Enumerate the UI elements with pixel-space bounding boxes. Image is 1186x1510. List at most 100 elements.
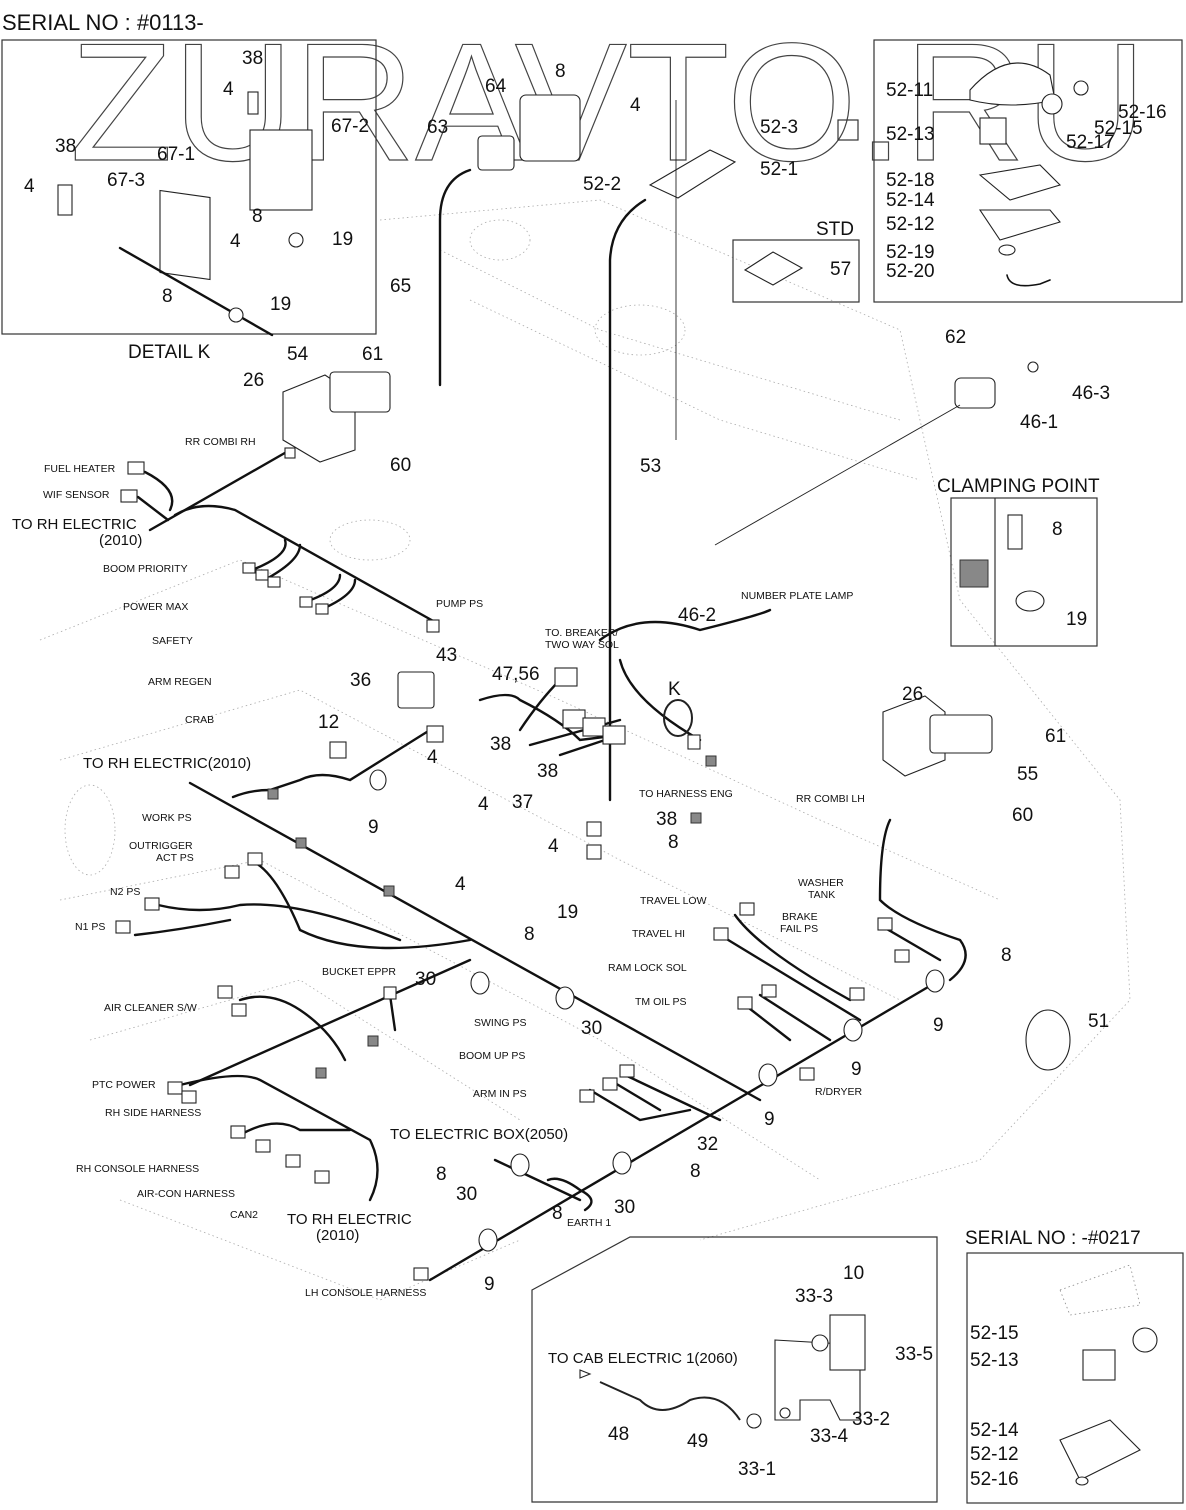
callout-33-4: 33-4	[810, 1426, 848, 1447]
label-to-rh-electric-bottom: TO RH ELECTRIC	[287, 1211, 412, 1228]
label-rr-combi-rh: RR COMBI RH	[185, 436, 256, 448]
callout-64: 64	[485, 76, 507, 97]
callout-46-2: 46-2	[678, 605, 716, 626]
rr-combi-rh-assembly: 54 61 26 60 RR COMBI RH	[185, 344, 411, 476]
callout-48: 48	[608, 1424, 629, 1445]
callout-46-1: 46-1	[1020, 412, 1058, 433]
callout-52-11: 52-11	[886, 80, 933, 101]
harness-labels: FUEL HEATER WIF SENSOR TO RH ELECTRIC (2…	[12, 463, 865, 1299]
callout-30: 30	[456, 1184, 477, 1205]
callout-4: 4	[455, 874, 466, 895]
label-n2-ps: N2 PS	[110, 886, 140, 898]
callout-36: 36	[350, 670, 371, 691]
label-swing-ps: SWING PS	[474, 1017, 527, 1029]
label-boom-up-ps: BOOM UP PS	[459, 1050, 525, 1062]
callout-52-20: 52-20	[886, 261, 935, 282]
label-r-dryer: R/DRYER	[815, 1086, 862, 1098]
label-rr-combi-lh: RR COMBI LH	[796, 793, 865, 805]
callout-19: 19	[332, 229, 353, 250]
callout-47-56: 47,56	[492, 664, 540, 685]
callout-51: 51	[1088, 1011, 1109, 1032]
callout-4: 4	[223, 79, 234, 100]
label-earth-1: EARTH 1	[567, 1217, 611, 1229]
callout-8: 8	[1052, 519, 1063, 540]
label-lh-console-harness: LH CONSOLE HARNESS	[305, 1287, 426, 1299]
label-to-electric-box: TO ELECTRIC BOX(2050)	[390, 1126, 568, 1143]
callout-30: 30	[581, 1018, 602, 1039]
callout-37: 37	[512, 792, 533, 813]
callout-8: 8	[436, 1164, 447, 1185]
callout-52-18: 52-18	[886, 170, 935, 191]
label-two-way-sol: TWO WAY SOL	[545, 639, 619, 651]
label-to-rh-electric-code: (2010)	[99, 532, 142, 549]
callout-10: 10	[843, 1263, 864, 1284]
callout-54: 54	[287, 344, 309, 365]
callout-9: 9	[851, 1059, 862, 1080]
label-wif-sensor: WIF SENSOR	[43, 489, 110, 501]
callout-8: 8	[1001, 945, 1012, 966]
reflector	[1025, 1009, 1071, 1071]
callout-67-3: 67-3	[107, 170, 145, 191]
label-pump-ps: PUMP PS	[436, 598, 483, 610]
callout-60: 60	[390, 455, 411, 476]
connectors	[115, 447, 993, 1281]
callout-38: 38	[55, 136, 76, 157]
callout-8: 8	[524, 924, 535, 945]
callout-32: 32	[697, 1134, 718, 1155]
callout-57: 57	[830, 259, 851, 280]
label-n1-ps: N1 PS	[75, 921, 105, 933]
callout-43: 43	[436, 645, 457, 666]
label-to-rh-electric-2010: TO RH ELECTRIC(2010)	[83, 755, 251, 772]
label-to-rh-electric: TO RH ELECTRIC	[12, 516, 137, 533]
callout-52-3: 52-3	[760, 117, 798, 138]
callout-30: 30	[415, 969, 436, 990]
callout-46-3: 46-3	[1072, 383, 1110, 404]
label-rh-console-harness: RH CONSOLE HARNESS	[76, 1163, 199, 1175]
label-act-ps: ACT PS	[156, 852, 194, 864]
label-safety: SAFETY	[152, 635, 193, 647]
callout-38: 38	[242, 48, 263, 69]
serial-number-top: SERIAL NO : #0113-	[2, 10, 204, 35]
callout-52-16: 52-16	[1118, 102, 1167, 123]
detail-k-title: DETAIL K	[128, 342, 211, 363]
callout-60: 60	[1012, 805, 1033, 826]
callout-4: 4	[478, 794, 489, 815]
callout-52-19: 52-19	[886, 242, 935, 263]
callout-52-12: 52-12	[886, 214, 935, 235]
callout-67-2: 67-2	[331, 116, 369, 137]
label-travel-hi: TRAVEL HI	[632, 928, 685, 940]
label-brake: BRAKE	[782, 911, 818, 923]
label-can2: CAN2	[230, 1209, 258, 1221]
square-marker	[837, 119, 859, 141]
callout-8: 8	[555, 61, 566, 82]
callout-26: 26	[243, 370, 264, 391]
callout-52-14: 52-14	[886, 190, 935, 211]
label-k-marker: K	[668, 679, 681, 700]
callout-9: 9	[933, 1015, 944, 1036]
washer-tank-detail-box: TO CAB ELECTRIC 1(2060) 10 33-3 33-5 33-…	[531, 1236, 938, 1503]
callout-61: 61	[362, 344, 383, 365]
mid-callouts: 36 43 47,56 12 4 38 9 4 38 37 4 38 8 4 1…	[318, 456, 1109, 1295]
label-to-harness-eng: TO HARNESS ENG	[639, 788, 733, 800]
callout-38: 38	[656, 809, 677, 830]
callout-52-15: 52-15	[1094, 118, 1143, 139]
callout-52-2: 52-2	[583, 174, 621, 195]
callout-30: 30	[614, 1197, 635, 1218]
callout-19: 19	[557, 902, 578, 923]
callout-33-3: 33-3	[795, 1286, 833, 1307]
callout-52-12: 52-12	[970, 1444, 1019, 1465]
top-right-detail-box: 52-11 52-13 52-16 52-15 52-17 52-18 52-1…	[873, 39, 1183, 303]
callout-55: 55	[1017, 764, 1038, 785]
callout-4: 4	[427, 747, 438, 768]
label-number-plate-lamp: NUMBER PLATE LAMP	[741, 590, 853, 602]
callout-8: 8	[252, 206, 263, 227]
detail-k-box: DETAIL K 38 4 67-2 38 4 67-1 67-3 8 4 19…	[1, 39, 377, 363]
label-air-cleaner-sw: AIR CLEANER S/W	[104, 1002, 197, 1014]
callout-63: 63	[427, 117, 448, 138]
callout-65: 65	[390, 276, 411, 297]
callout-33-5: 33-5	[895, 1344, 933, 1365]
label-washer: WASHER	[798, 877, 844, 889]
callout-52-16: 52-16	[970, 1469, 1019, 1490]
callout-4: 4	[548, 836, 559, 857]
bottom-right-detail-box: SERIAL NO : -#0217 52-15 52-13 52-14 52-…	[965, 1228, 1184, 1504]
